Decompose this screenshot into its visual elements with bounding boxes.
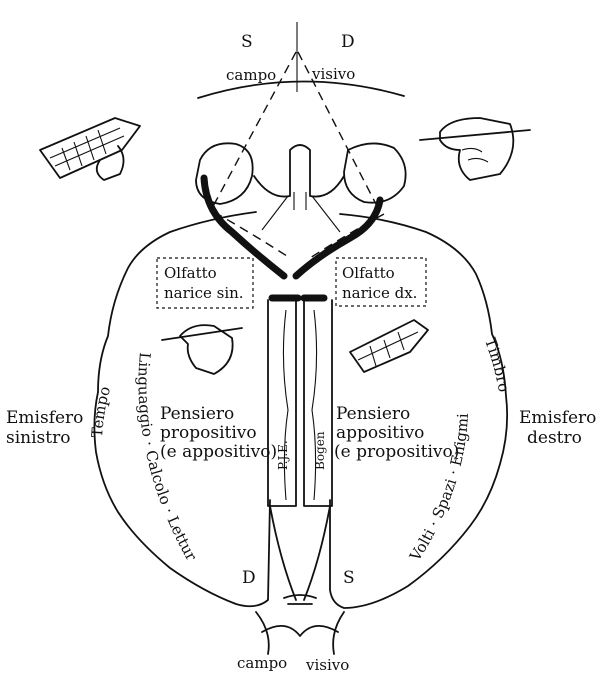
top-left-side-letter: S <box>241 32 253 52</box>
hand-sketch <box>39 117 141 179</box>
left-hemisphere-outline <box>93 211 271 608</box>
left-thought-line2: propositivo <box>160 423 257 443</box>
hand-sketch <box>349 319 429 373</box>
right-arc-outer-label: Timbro <box>481 335 513 393</box>
right-hemisphere-name-line1: Emisfero <box>519 408 596 428</box>
bottom-visual-field: D S campo visivo <box>237 505 355 674</box>
olfaction-right-line1: Olfatto <box>342 264 395 282</box>
pencil <box>161 327 243 341</box>
left-hemisphere-name-line1: Emisfero <box>6 408 83 428</box>
right-hemisphere-outline <box>329 213 509 609</box>
frontal-notch <box>253 144 345 198</box>
visual-ray-left <box>209 51 297 213</box>
olfaction-right-line2: narice dx. <box>342 284 417 302</box>
top-visual-field-arc <box>197 80 405 99</box>
olfaction-box-right: Olfatto narice dx. <box>335 257 427 307</box>
olfaction-left-line2: narice sin. <box>164 284 244 302</box>
left-thought-line1: Pensiero <box>160 404 234 424</box>
drawing-hand-top-right <box>419 117 531 181</box>
right-thought-line2: appositivo <box>336 423 424 443</box>
bottom-field-label-right: visivo <box>305 656 349 674</box>
callosum-label-left: P.J.E. <box>276 440 290 470</box>
hand-sketch <box>439 117 515 181</box>
top-field-label-left: campo <box>226 66 276 84</box>
corpus-callosum: P.J.E. Bogen <box>267 299 333 507</box>
writing-hand-middle-right <box>349 319 429 373</box>
top-right-side-letter: D <box>341 32 355 52</box>
top-visual-field: S D campo visivo <box>197 22 405 213</box>
writing-hand-top-left <box>39 117 141 181</box>
olfaction-box-left: Olfatto narice sin. <box>156 257 254 309</box>
left-arc-outer-label: Tempo <box>88 384 114 438</box>
right-hemisphere-name-line2: destro <box>527 428 582 448</box>
optic-system <box>195 142 407 302</box>
callosum-left-half <box>267 299 297 507</box>
top-field-label-right: visivo <box>311 65 355 83</box>
left-thought-line3: (e appositivo) <box>160 442 277 462</box>
right-thought-line1: Pensiero <box>336 404 410 424</box>
callosum-label-right: Bogen <box>313 431 327 470</box>
left-hemisphere-name-line2: sinistro <box>6 428 70 448</box>
right-eye-globe <box>343 142 407 204</box>
bottom-field-label-left: campo <box>237 654 287 672</box>
drawing-hand-middle-left <box>161 324 243 375</box>
right-optic-tract <box>292 196 384 280</box>
left-optic-tract <box>200 174 288 280</box>
right-thought-line3: (e propositivo) <box>334 442 459 462</box>
hand-sketch <box>179 324 234 375</box>
olfaction-left-line1: Olfatto <box>164 264 217 282</box>
bottom-right-side-letter: S <box>343 568 355 588</box>
bottom-left-side-letter: D <box>242 568 256 588</box>
callosum-right-half <box>303 299 333 507</box>
